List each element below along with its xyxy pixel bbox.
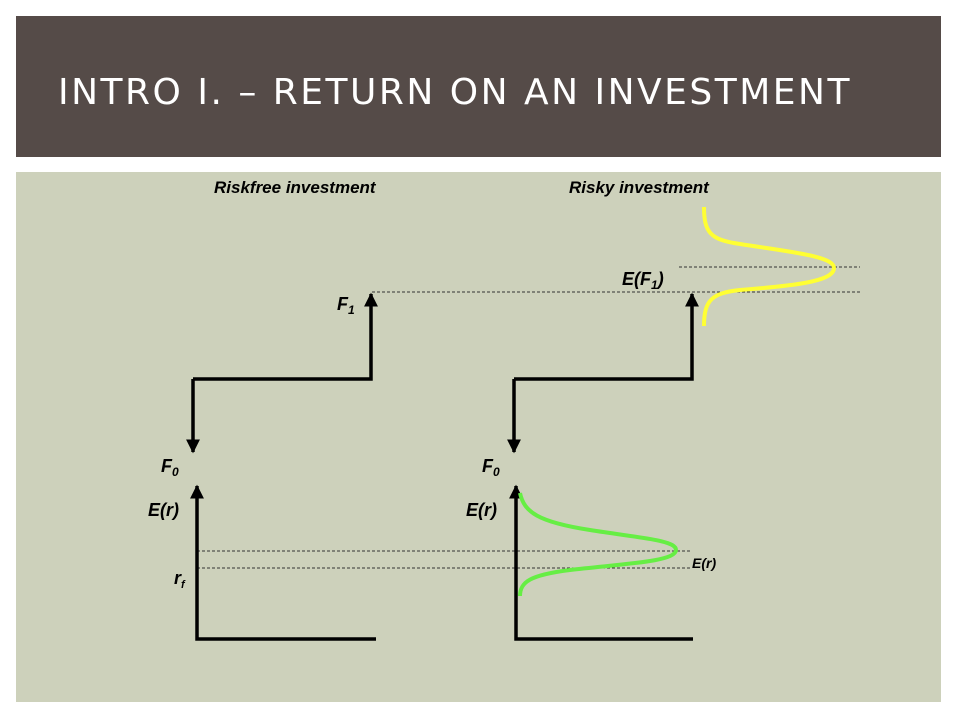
riskfree-return-axes: [190, 484, 376, 641]
risky-ef1-label: E(F1): [622, 269, 664, 292]
risky-f0-label: F0: [482, 456, 500, 479]
risky-er-right-label: E(r): [692, 555, 716, 571]
risky-er-label: E(r): [466, 500, 497, 520]
risky-ef1-arrow: [514, 292, 699, 381]
riskfree-f0-label: F0: [161, 456, 179, 479]
slide-title: INTRO I. – RETURN ON AN INVESTMENT: [58, 72, 852, 113]
risky-heading: Risky investment: [569, 178, 710, 197]
riskfree-f1-arrow: [193, 292, 378, 381]
riskfree-rf-label: rf: [174, 568, 186, 591]
title-bar: [16, 16, 941, 157]
content-panel: [16, 172, 941, 702]
riskfree-heading: Riskfree investment: [214, 178, 377, 197]
riskfree-f1-label: F1: [337, 294, 355, 317]
risky-return-axes: [509, 484, 693, 641]
risky-cashflow-distribution-curve: [702, 206, 837, 327]
riskfree-er-label: E(r): [148, 500, 179, 520]
risky-return-distribution-curve: [518, 492, 679, 597]
